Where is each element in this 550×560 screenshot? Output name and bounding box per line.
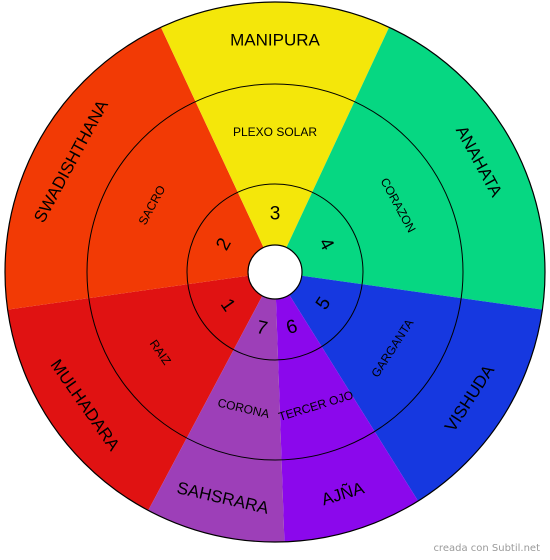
sanskrit-label-3: MANIPURA [230,31,320,50]
sector-6 [275,272,419,542]
ring-layer [4,1,546,543]
ring-inner [186,183,364,361]
sector-1 [7,272,275,511]
ring-outer [4,1,546,543]
sector-4 [275,27,545,310]
center-hub [247,244,303,300]
number-label-3: 3 [270,204,281,225]
credit-text: creada con Subtil.net [433,543,540,554]
number-label-7: 7 [254,317,269,340]
sector-2 [5,27,275,310]
sector-7 [148,272,285,543]
spanish-label-3: PLEXO SOLAR [233,125,317,139]
ring-middle [86,83,464,461]
sector-3 [160,2,390,273]
